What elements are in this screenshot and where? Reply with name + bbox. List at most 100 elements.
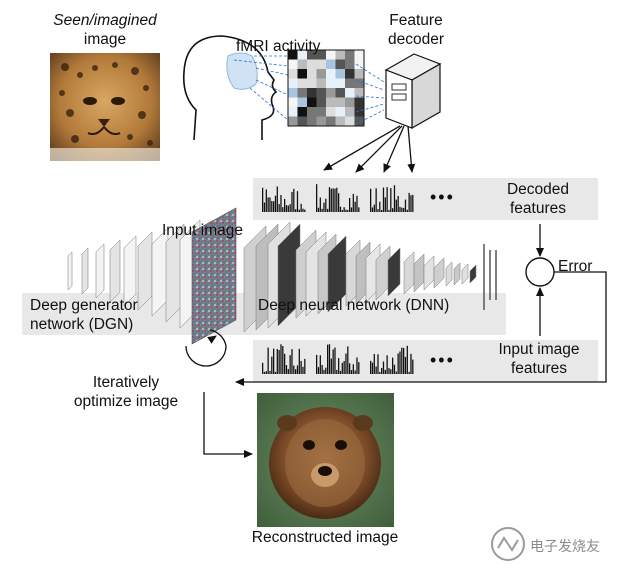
histogram-bar bbox=[319, 355, 321, 374]
histogram-bar bbox=[384, 369, 386, 374]
histogram-bar bbox=[397, 353, 399, 374]
histogram-bar bbox=[343, 361, 345, 374]
network-layer bbox=[461, 263, 469, 285]
histogram-bar bbox=[267, 347, 269, 374]
fmri-voxel bbox=[288, 50, 298, 60]
decoded-features-label-2: features bbox=[509, 200, 566, 217]
circuit-logo-icon bbox=[491, 527, 525, 561]
fmri-voxel bbox=[297, 97, 307, 107]
input-image-features-label-1: Input image bbox=[498, 341, 580, 358]
histogram-bar bbox=[382, 187, 385, 212]
histogram-bar bbox=[370, 360, 372, 374]
histogram-bar bbox=[296, 191, 299, 212]
histogram-bar bbox=[265, 189, 267, 212]
fmri-voxel bbox=[354, 116, 364, 126]
fmri-voxel bbox=[297, 88, 307, 98]
histogram-bar bbox=[317, 207, 320, 212]
histogram-bar bbox=[300, 203, 302, 212]
fmri-voxel bbox=[345, 69, 355, 79]
histogram-bar bbox=[271, 200, 273, 212]
fmri-voxel bbox=[316, 59, 326, 69]
seen-image-label: image bbox=[30, 31, 180, 48]
dgn-label-1: Deep generator bbox=[30, 297, 138, 314]
input-image-label: Input image bbox=[162, 222, 243, 239]
fmri-voxel bbox=[345, 59, 355, 69]
fmri-voxel bbox=[354, 88, 364, 98]
fmri-voxel bbox=[335, 116, 345, 126]
fmri-voxel bbox=[326, 97, 336, 107]
optimize-loop-arrow bbox=[207, 335, 217, 344]
error-label: Error bbox=[558, 258, 593, 275]
histogram-bar bbox=[375, 366, 377, 374]
fmri-voxel bbox=[354, 78, 364, 88]
histogram-bar bbox=[381, 367, 383, 374]
histogram-bar bbox=[399, 206, 401, 212]
histogram-bar bbox=[408, 371, 410, 374]
histogram-bar bbox=[273, 201, 275, 212]
fmri-voxel bbox=[335, 107, 345, 117]
histogram-bar bbox=[285, 365, 288, 374]
histogram-bar bbox=[321, 208, 323, 212]
histogram-bar bbox=[274, 195, 277, 212]
histogram-bar bbox=[265, 371, 267, 374]
histogram-bar bbox=[334, 347, 336, 374]
feature-decoder-label-1: Feature bbox=[389, 12, 443, 29]
decoded-features-band bbox=[253, 178, 598, 220]
histogram-bar bbox=[343, 207, 345, 212]
histogram-bar bbox=[406, 345, 408, 374]
histogram-bar bbox=[371, 207, 374, 212]
histogram-bar bbox=[267, 197, 269, 212]
histogram-bar bbox=[284, 198, 286, 212]
fmri-voxel bbox=[326, 50, 336, 60]
fmri-voxel bbox=[345, 50, 355, 60]
histogram-bar bbox=[274, 371, 277, 374]
decoded-feature-histograms bbox=[262, 184, 414, 212]
histogram-bar bbox=[395, 371, 397, 374]
network-layer bbox=[423, 255, 435, 291]
fmri-voxel bbox=[316, 50, 326, 60]
histogram-bar bbox=[282, 207, 284, 212]
histogram-bar bbox=[280, 344, 282, 374]
histogram-bar bbox=[393, 364, 396, 374]
histogram-bar bbox=[330, 358, 332, 374]
histogram-bar bbox=[276, 349, 278, 374]
histogram-bar bbox=[358, 207, 360, 212]
fmri-voxel bbox=[297, 59, 307, 69]
network-layer bbox=[387, 247, 401, 297]
dnn-label: Deep neural network (DNN) bbox=[258, 297, 450, 314]
histogram-bar bbox=[328, 187, 331, 212]
fmri-voxel bbox=[307, 69, 317, 79]
histogram-bar bbox=[339, 206, 342, 212]
fmri-voxel bbox=[297, 78, 307, 88]
histogram-bar bbox=[379, 371, 381, 374]
fmri-voxel bbox=[288, 88, 298, 98]
histogram-bar bbox=[336, 187, 338, 212]
histogram-bar bbox=[392, 208, 394, 212]
histogram-bar bbox=[386, 187, 388, 212]
histogram-bar bbox=[404, 356, 407, 374]
histogram-bar bbox=[262, 362, 264, 374]
network-layer bbox=[413, 253, 425, 293]
network-layer bbox=[137, 231, 153, 311]
server-tower-icon bbox=[384, 53, 442, 130]
histogram-bar bbox=[345, 353, 347, 374]
network-layer bbox=[67, 251, 73, 291]
histogram-bar bbox=[397, 195, 399, 212]
fmri-voxel bbox=[335, 50, 345, 60]
fmri-activity-grid bbox=[287, 49, 365, 127]
fmri-voxel bbox=[307, 97, 317, 107]
fmri-voxel bbox=[326, 88, 336, 98]
fmri-voxel bbox=[316, 69, 326, 79]
histogram-bar bbox=[403, 207, 405, 212]
input-feature-histograms bbox=[262, 344, 414, 374]
fmri-voxel bbox=[307, 107, 317, 117]
histogram-bar bbox=[354, 370, 356, 374]
histogram-bar bbox=[338, 358, 340, 374]
seen-imagined-line2: image bbox=[83, 31, 127, 48]
histogram-bar bbox=[412, 194, 414, 212]
fmri-voxel bbox=[307, 88, 317, 98]
fmri-voxel bbox=[335, 88, 345, 98]
histogram-bar bbox=[304, 358, 306, 374]
fmri-voxel bbox=[316, 88, 326, 98]
fmri-voxel bbox=[354, 97, 364, 107]
